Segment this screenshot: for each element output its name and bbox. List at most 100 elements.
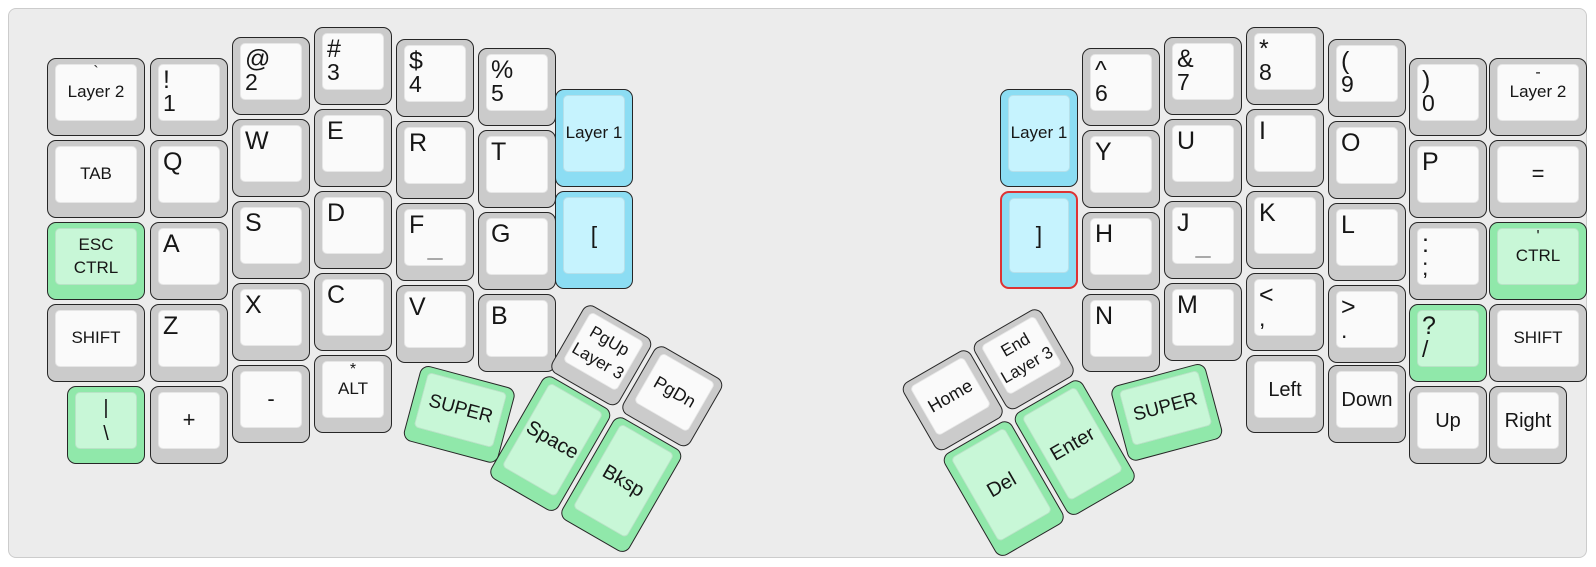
key-up-arrow[interactable]: Up	[1409, 386, 1487, 464]
key-shift-left[interactable]: SHIFT	[47, 304, 145, 382]
key-u[interactable]: U	[1164, 119, 1242, 197]
key-d[interactable]: D	[314, 191, 392, 269]
key-l[interactable]: L	[1328, 203, 1406, 281]
key-pipe-backslash[interactable]: |\	[67, 386, 145, 464]
key-dollar-4[interactable]: $4	[396, 39, 474, 117]
key-h[interactable]: H	[1082, 212, 1160, 290]
keycap-surface	[1417, 310, 1479, 367]
key-y[interactable]: Y	[1082, 130, 1160, 208]
keycap-surface	[1254, 33, 1316, 90]
keycap-surface	[1497, 310, 1579, 367]
key-hash-3[interactable]: #3	[314, 27, 392, 105]
key-caret-6[interactable]: ^6	[1082, 48, 1160, 126]
key-b[interactable]: B	[478, 294, 556, 372]
key-p[interactable]: P	[1409, 140, 1487, 218]
key-plus[interactable]: +	[150, 386, 228, 464]
key-x[interactable]: X	[232, 283, 310, 361]
key-star-alt[interactable]: *ALT	[314, 355, 392, 433]
key-gt-period[interactable]: >.	[1328, 285, 1406, 363]
keycap-surface	[158, 392, 220, 449]
key-left-arrow[interactable]: Left	[1246, 355, 1324, 433]
key-star-8[interactable]: *8	[1246, 27, 1324, 105]
key-q[interactable]: Q	[150, 140, 228, 218]
keycap-surface	[1336, 209, 1398, 266]
keycap-surface	[1008, 95, 1070, 172]
key-colon-semicolon[interactable]: :;	[1409, 222, 1487, 300]
keycap-surface	[1090, 54, 1152, 111]
keycap-surface	[322, 279, 384, 336]
key-c[interactable]: C	[314, 273, 392, 351]
key-super-right[interactable]: SUPER	[1109, 362, 1225, 463]
key-tab[interactable]: TAB	[47, 140, 145, 218]
key-layer1-left[interactable]: Layer 1	[555, 89, 633, 187]
keycap-surface	[1254, 115, 1316, 172]
keycap-surface	[1090, 136, 1152, 193]
keycap-surface	[1090, 300, 1152, 357]
key-a[interactable]: A	[150, 222, 228, 300]
keycap-surface	[1497, 64, 1579, 121]
keycap-surface	[486, 218, 548, 275]
keycap-surface	[404, 45, 466, 102]
keycap-surface	[75, 392, 137, 449]
key-i[interactable]: I	[1246, 109, 1324, 187]
key-t[interactable]: T	[478, 130, 556, 208]
key-amp-7[interactable]: &7	[1164, 37, 1242, 115]
keycap-surface	[322, 361, 384, 418]
keycap-surface	[404, 127, 466, 184]
key-quote-ctrl[interactable]: 'CTRL	[1489, 222, 1587, 300]
key-w[interactable]: W	[232, 119, 310, 197]
key-super-left[interactable]: SUPER	[401, 364, 517, 465]
keycap-surface	[1497, 146, 1579, 203]
key-f[interactable]: F	[396, 203, 474, 281]
key-g[interactable]: G	[478, 212, 556, 290]
key-grave-layer2[interactable]: `Layer 2	[47, 58, 145, 136]
keycap-surface	[404, 209, 466, 266]
key-lt-comma[interactable]: <,	[1246, 273, 1324, 351]
keycap-surface	[240, 371, 302, 428]
keycap-surface	[413, 371, 508, 449]
key-minus[interactable]: -	[232, 365, 310, 443]
key-s[interactable]: S	[232, 201, 310, 279]
keycap-surface	[1172, 207, 1234, 264]
keycap-surface	[55, 228, 137, 285]
key-n[interactable]: N	[1082, 294, 1160, 372]
key-rparen-0[interactable]: )0	[1409, 58, 1487, 136]
keycap-surface	[322, 197, 384, 254]
keycap-surface	[909, 356, 992, 437]
key-lbracket[interactable]: [	[555, 191, 633, 289]
key-dash-layer2[interactable]: -Layer 2	[1489, 58, 1587, 136]
keycap-surface	[240, 125, 302, 182]
keycap-surface	[158, 310, 220, 367]
key-r[interactable]: R	[396, 121, 474, 199]
key-shift-right[interactable]: SHIFT	[1489, 304, 1587, 382]
key-k[interactable]: K	[1246, 191, 1324, 269]
keycap-surface	[1090, 218, 1152, 275]
keycap-surface	[1497, 228, 1579, 285]
key-layer1-right[interactable]: Layer 1	[1000, 89, 1078, 187]
keycap-surface	[55, 146, 137, 203]
key-equals[interactable]: =	[1489, 140, 1587, 218]
key-percent-5[interactable]: %5	[478, 48, 556, 126]
key-right-arrow[interactable]: Right	[1489, 386, 1567, 464]
keycap-surface	[322, 33, 384, 90]
key-e[interactable]: E	[314, 109, 392, 187]
keycap-surface	[55, 310, 137, 367]
key-j[interactable]: J	[1164, 201, 1242, 279]
keycap-surface	[404, 291, 466, 348]
key-rbracket[interactable]: ]	[1000, 191, 1078, 289]
key-m[interactable]: M	[1164, 283, 1242, 361]
key-v[interactable]: V	[396, 285, 474, 363]
keycap-surface	[1417, 392, 1479, 449]
key-lparen-9[interactable]: (9	[1328, 39, 1406, 117]
key-o[interactable]: O	[1328, 121, 1406, 199]
keycap-surface	[240, 207, 302, 264]
key-at-2[interactable]: @2	[232, 37, 310, 115]
key-z[interactable]: Z	[150, 304, 228, 382]
key-question-slash[interactable]: ?/	[1409, 304, 1487, 382]
keycap-surface	[1254, 197, 1316, 254]
key-down-arrow[interactable]: Down	[1328, 365, 1406, 443]
key-exclam-1[interactable]: !1	[150, 58, 228, 136]
keycap-surface	[1172, 289, 1234, 346]
